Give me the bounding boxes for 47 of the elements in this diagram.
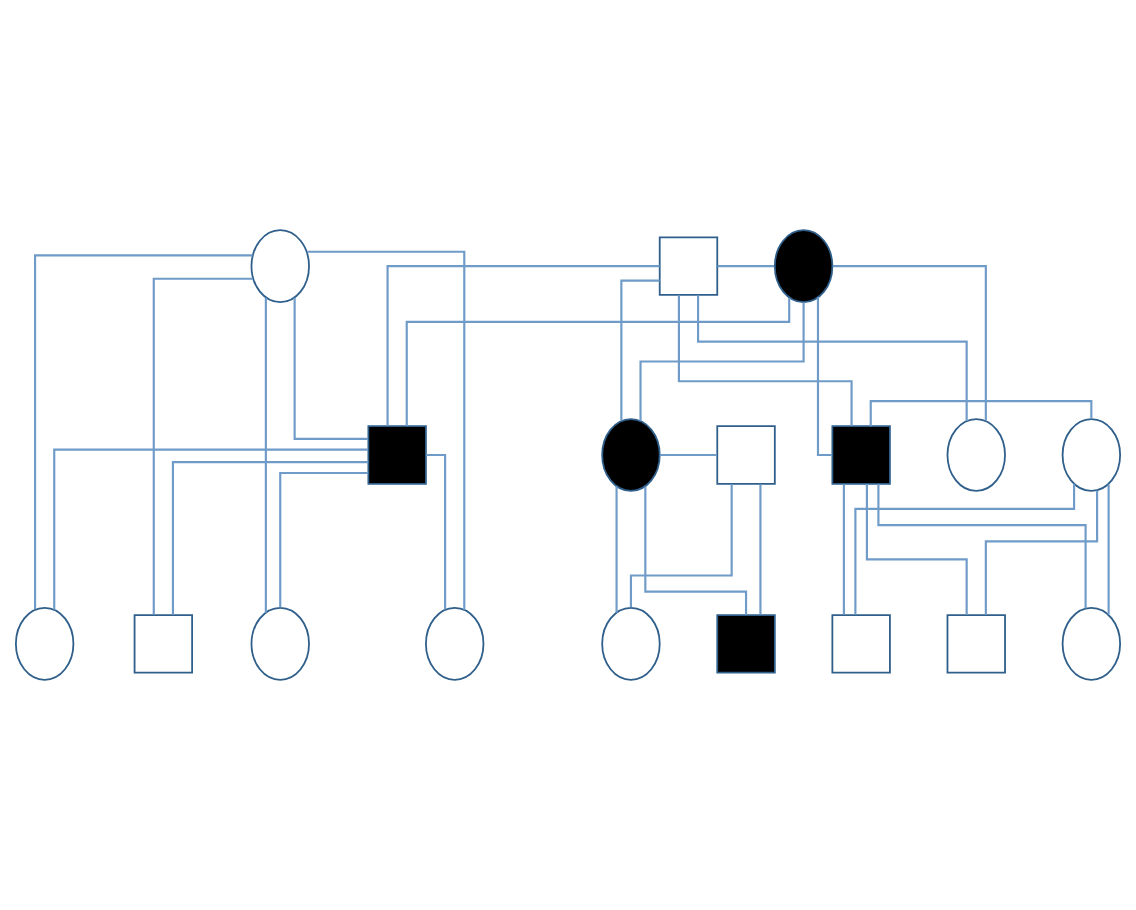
connector xyxy=(53,448,368,610)
connector xyxy=(697,295,968,421)
connector xyxy=(34,254,253,610)
node-box xyxy=(133,614,193,674)
node-circle xyxy=(250,229,310,304)
connector xyxy=(842,484,845,615)
connector xyxy=(171,461,369,615)
connector xyxy=(386,265,660,426)
connector xyxy=(405,297,791,427)
connector xyxy=(854,483,1076,615)
connector xyxy=(877,484,1087,609)
node-box xyxy=(831,614,891,674)
connector xyxy=(816,297,833,457)
connector xyxy=(629,484,733,608)
connector xyxy=(620,279,660,421)
node-box xyxy=(658,236,719,296)
node-circle xyxy=(250,606,310,681)
connector xyxy=(639,302,805,421)
node-circle xyxy=(425,606,485,681)
node-circle xyxy=(946,418,1006,492)
connector xyxy=(293,297,369,440)
connector xyxy=(660,453,717,457)
connector xyxy=(152,277,253,615)
connector xyxy=(615,486,618,613)
node-circle xyxy=(601,606,661,681)
node-circle xyxy=(601,418,661,492)
node-box xyxy=(946,614,1006,674)
connector xyxy=(426,453,447,610)
node-box xyxy=(367,425,427,485)
connector xyxy=(865,484,968,615)
connector xyxy=(677,295,853,426)
connector xyxy=(307,250,466,610)
connector xyxy=(1107,484,1110,615)
node-box xyxy=(716,614,776,674)
node-circle xyxy=(1061,418,1121,492)
connector xyxy=(759,484,762,615)
connector xyxy=(832,265,987,421)
node-circle xyxy=(1061,606,1121,681)
connector xyxy=(279,471,369,608)
connector xyxy=(717,265,775,268)
connector xyxy=(264,297,267,613)
node-circle xyxy=(773,229,834,304)
connector xyxy=(984,490,1099,615)
connector xyxy=(644,486,748,615)
node-box xyxy=(831,425,891,485)
node-box xyxy=(716,425,776,485)
node-circle xyxy=(15,606,75,681)
